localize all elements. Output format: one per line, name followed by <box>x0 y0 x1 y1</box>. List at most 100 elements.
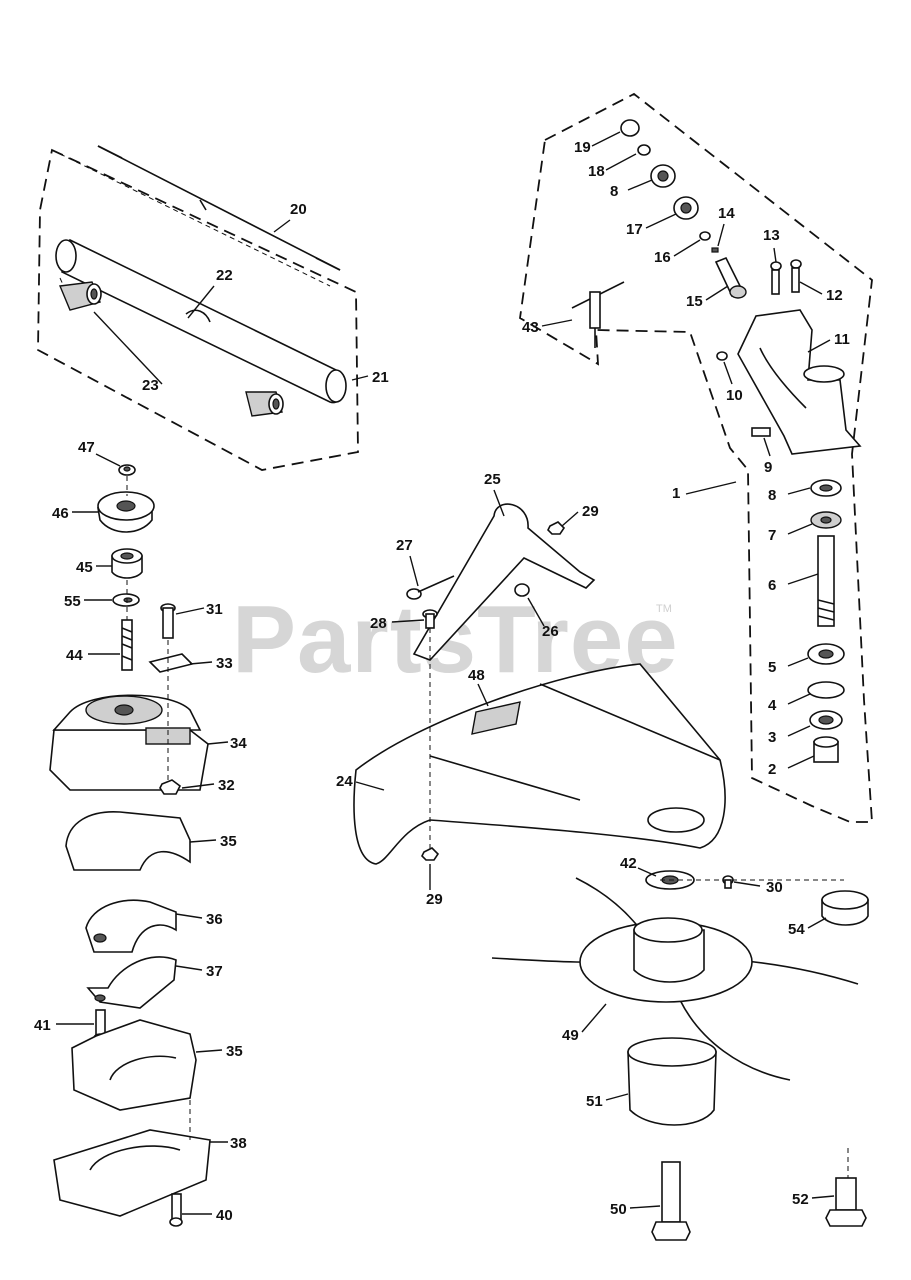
part-number-label: 52 <box>792 1191 809 1208</box>
screw-12 <box>790 259 802 293</box>
spool-cup-51 <box>627 1037 717 1126</box>
callout-leader <box>541 319 573 327</box>
callout-leader <box>733 881 761 887</box>
callout-c51: 51 <box>586 1093 629 1110</box>
callout-leader <box>787 725 811 737</box>
callout-leader <box>787 657 809 667</box>
screw-31 <box>160 603 176 639</box>
part-number-label: 46 <box>52 505 69 522</box>
part-number-label: 13 <box>763 227 780 244</box>
callout-leader <box>787 573 819 585</box>
callout-leader <box>391 619 425 623</box>
callout-leader <box>723 361 733 385</box>
callout-c19: 19 <box>574 131 621 156</box>
callout-c3: 3 <box>768 725 811 746</box>
callout-c49: 49 <box>562 1003 607 1044</box>
callout-leader <box>207 741 229 745</box>
gear-7 <box>810 511 842 529</box>
part-number-label: 42 <box>620 855 637 872</box>
callout-c25: 25 <box>484 471 505 517</box>
callout-leader <box>787 693 811 705</box>
callout-c9: 9 <box>763 437 772 476</box>
callout-leader <box>807 917 827 929</box>
part-number-label: 19 <box>574 139 591 156</box>
callout-leader <box>787 523 813 535</box>
part-number-label: 5 <box>768 659 776 676</box>
callout-leader <box>807 339 831 353</box>
trimmer-head-group <box>491 870 869 1241</box>
callout-c16: 16 <box>654 239 701 266</box>
knob-46 <box>97 491 155 533</box>
part-number-label: 51 <box>586 1093 603 1110</box>
washer-18 <box>637 144 651 156</box>
callout-c4: 4 <box>768 693 811 714</box>
callout-leader <box>409 555 419 587</box>
handle-clamp-group <box>49 464 211 1227</box>
part-number-label: 14 <box>718 205 735 222</box>
part-number-label: 3 <box>768 729 776 746</box>
callout-leader <box>195 1049 223 1053</box>
part-callouts: 1234567889101112131415161718192021222324… <box>34 131 850 1224</box>
callout-c14: 14 <box>717 205 735 247</box>
callout-c48: 48 <box>468 667 489 707</box>
plate-33 <box>148 653 194 673</box>
part-number-label: 24 <box>336 773 353 790</box>
callout-c26: 26 <box>527 597 559 640</box>
callout-leader <box>189 661 213 665</box>
callout-c35a: 35 <box>189 833 237 850</box>
drive-shaft-tube-group <box>37 145 359 471</box>
part-number-label: 30 <box>766 879 783 896</box>
part-number-label: 1 <box>672 485 680 502</box>
tube-bushing-lower <box>245 391 284 417</box>
bolt-50 <box>651 1161 691 1241</box>
seal-3 <box>809 710 843 730</box>
nut-32 <box>159 779 182 795</box>
bearing-8-upper <box>650 164 676 188</box>
part-number-label: 21 <box>372 369 389 386</box>
clamp-shell-upper-35 <box>65 811 191 871</box>
washer-16 <box>699 231 711 241</box>
callout-c42: 42 <box>620 855 657 877</box>
part-number-label: 16 <box>654 249 671 266</box>
callout-c1: 1 <box>672 481 737 502</box>
drive-tube <box>55 238 347 404</box>
callout-leader <box>629 1205 661 1209</box>
callout-c10: 10 <box>723 361 743 404</box>
callout-c20: 20 <box>273 201 307 233</box>
part-number-label: 18 <box>588 163 605 180</box>
tube-bushing-upper <box>58 281 102 311</box>
pinion-gear-15 <box>714 256 747 299</box>
callout-leader <box>355 781 385 791</box>
callout-c47: 47 <box>78 439 121 467</box>
callout-c35b: 35 <box>195 1043 243 1060</box>
callout-leader <box>477 683 489 707</box>
callout-c18: 18 <box>588 153 637 180</box>
shaft-6 <box>817 535 835 627</box>
part-number-label: 36 <box>206 911 223 928</box>
part-number-label: 31 <box>206 601 223 618</box>
part-number-label: 35 <box>220 833 237 850</box>
callout-c46: 46 <box>52 505 98 522</box>
callout-leader <box>189 839 217 843</box>
part-number-label: 23 <box>142 377 159 394</box>
part-number-label: 27 <box>396 537 413 554</box>
callout-c27: 27 <box>396 537 419 587</box>
callout-c54: 54 <box>788 917 827 938</box>
callout-leader <box>787 755 815 769</box>
callout-leader <box>95 453 121 467</box>
part-number-label: 34 <box>230 735 247 752</box>
retaining-ring-4 <box>807 681 845 699</box>
callout-leader <box>175 913 203 919</box>
part-number-label: 26 <box>542 623 559 640</box>
bearing-8-lower <box>810 479 842 497</box>
callout-c36: 36 <box>175 911 223 928</box>
part-number-label: 49 <box>562 1027 579 1044</box>
callout-c11: 11 <box>807 331 850 353</box>
callout-leader <box>605 1093 629 1101</box>
bracket-25 <box>412 503 596 661</box>
callout-leader <box>605 153 637 171</box>
part-number-label: 28 <box>370 615 387 632</box>
screw-13 <box>770 261 782 295</box>
callout-leader <box>527 597 545 627</box>
